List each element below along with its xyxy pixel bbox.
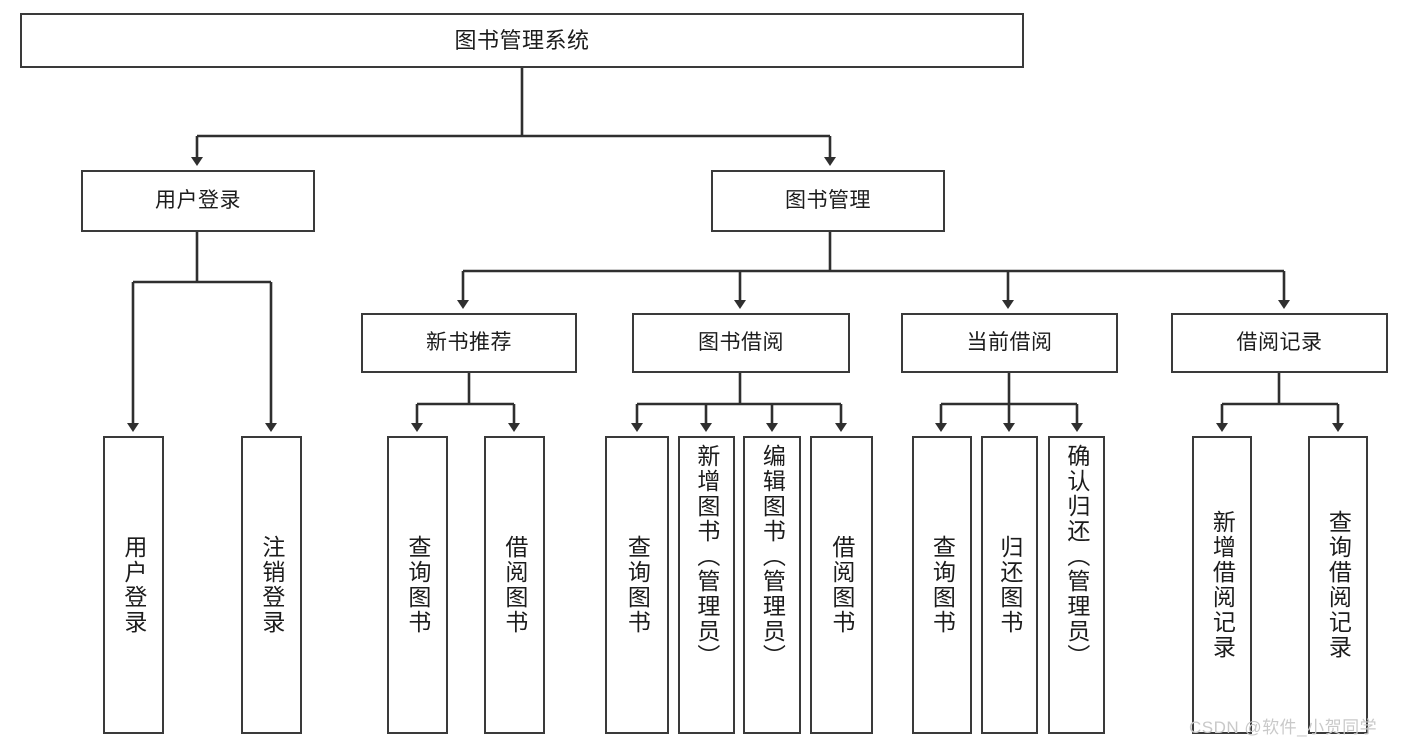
leaf-add-borrow-record[interactable]: 新增借阅记录	[1192, 436, 1252, 734]
leaf-logout[interactable]: 注销登录	[241, 436, 302, 734]
node-label: 借阅图书	[501, 535, 528, 635]
node-label: 查询图书	[624, 535, 651, 635]
node-label: 新增图书（管理员）	[693, 444, 720, 669]
node-root-system[interactable]: 图书管理系统	[20, 13, 1024, 68]
node-label: 查询图书	[929, 535, 956, 635]
node-label: 确认归还（管理员）	[1063, 444, 1090, 669]
node-label: 新增借阅记录	[1209, 510, 1236, 660]
node-label: 当前借阅	[966, 330, 1053, 354]
node-book-management[interactable]: 图书管理	[711, 170, 945, 232]
node-label: 借阅记录	[1236, 330, 1323, 354]
node-user-login[interactable]: 用户登录	[81, 170, 315, 232]
node-book-borrow[interactable]: 图书借阅	[632, 313, 850, 373]
leaf-borrow-book-recommend[interactable]: 借阅图书	[484, 436, 545, 734]
node-label: 图书管理	[785, 188, 871, 212]
leaf-borrow-book[interactable]: 借阅图书	[810, 436, 873, 734]
node-label: 用户登录	[120, 535, 147, 635]
node-borrow-record[interactable]: 借阅记录	[1171, 313, 1388, 373]
leaf-return-book[interactable]: 归还图书	[981, 436, 1038, 734]
node-label: 查询借阅记录	[1325, 510, 1352, 660]
node-label: 用户登录	[155, 188, 241, 212]
node-label: 编辑图书（管理员）	[759, 444, 786, 669]
leaf-user-login[interactable]: 用户登录	[103, 436, 164, 734]
leaf-query-borrow-record[interactable]: 查询借阅记录	[1308, 436, 1368, 734]
leaf-query-book-current[interactable]: 查询图书	[912, 436, 972, 734]
node-label: 查询图书	[404, 535, 431, 635]
node-label: 图书借阅	[698, 330, 784, 354]
node-label: 图书管理系统	[454, 27, 590, 53]
leaf-add-book-admin[interactable]: 新增图书（管理员）	[678, 436, 735, 734]
node-new-book-recommend[interactable]: 新书推荐	[361, 313, 577, 373]
node-label: 借阅图书	[828, 535, 855, 635]
watermark-csdn: CSDN @软件_小贺同学	[1189, 718, 1378, 737]
node-label: 新书推荐	[426, 330, 512, 354]
leaf-query-book[interactable]: 查询图书	[605, 436, 669, 734]
leaf-edit-book-admin[interactable]: 编辑图书（管理员）	[743, 436, 801, 734]
node-label: 注销登录	[258, 535, 285, 635]
leaf-confirm-return-admin[interactable]: 确认归还（管理员）	[1048, 436, 1105, 734]
leaf-query-book-recommend[interactable]: 查询图书	[387, 436, 448, 734]
node-label: 归还图书	[996, 535, 1023, 635]
node-current-borrow[interactable]: 当前借阅	[901, 313, 1118, 373]
